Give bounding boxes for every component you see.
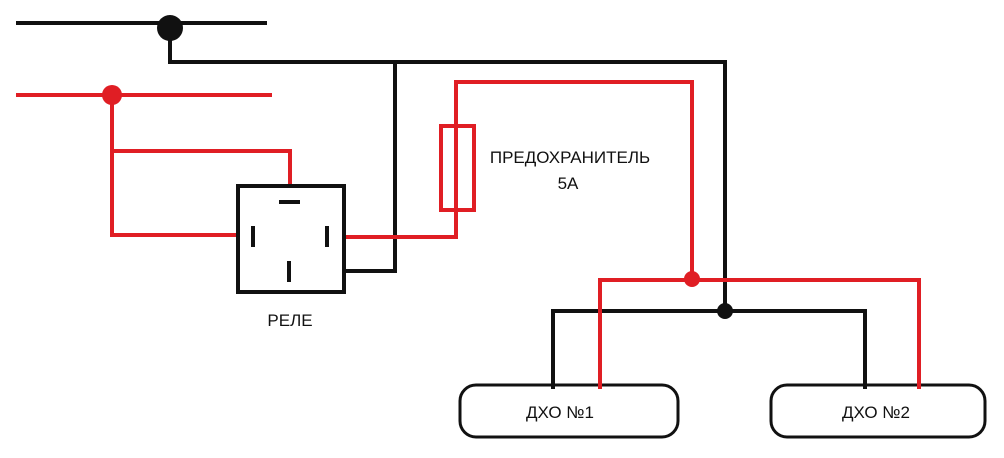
positive-to-relay-switch: [110, 149, 255, 237]
drl-2-body: [769, 383, 987, 439]
positive-drl-bus: [598, 278, 921, 385]
ground-bus: [168, 26, 727, 313]
fuse: ПРЕДОХРАНИТЕЛЬ 5А: [439, 124, 650, 212]
relay: РЕЛЕ: [236, 184, 346, 330]
positive-junction-dot: [102, 85, 122, 105]
drl-1-body: [458, 383, 680, 439]
drl-lamp-1: ДХО №1: [458, 383, 680, 439]
positive-wires: [16, 80, 921, 385]
ground-junction-dot: [157, 15, 183, 41]
ground-to-drl2: [723, 309, 867, 390]
fuse-label-line2: 5А: [558, 174, 579, 193]
drl-lamp-2: ДХО №2: [769, 383, 987, 439]
fuse-to-drl-bus: [454, 80, 694, 280]
ground-drl-junction-dot: [717, 303, 733, 319]
drl-2-label: ДХО №2: [842, 403, 910, 422]
relay-to-fuse: [325, 208, 458, 239]
ground-to-drl1: [551, 309, 727, 390]
drl-1-label: ДХО №1: [526, 403, 594, 422]
positive-to-relay-coil: [110, 93, 292, 202]
relay-label: РЕЛЕ: [267, 311, 312, 330]
positive-drl-junction-dot: [684, 271, 700, 287]
fuse-label-line1: ПРЕДОХРАНИТЕЛЬ: [490, 148, 650, 167]
ground-wires: [16, 21, 867, 390]
